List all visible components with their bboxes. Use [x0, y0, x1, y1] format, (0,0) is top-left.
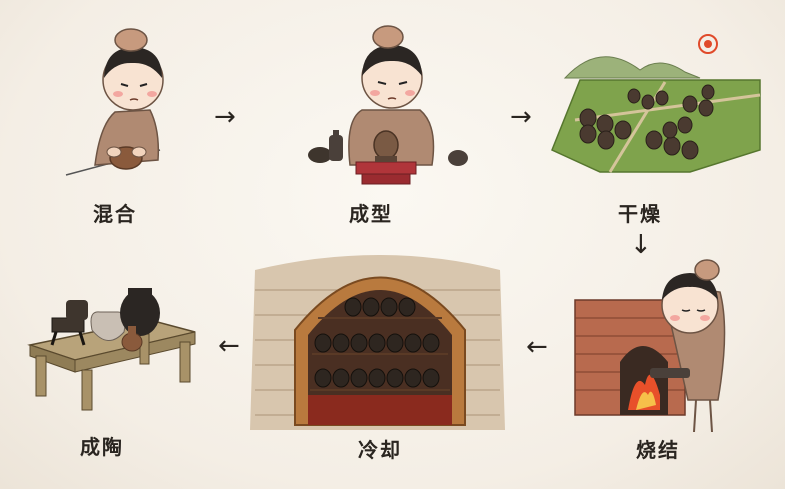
step-label-finish: 成陶	[80, 431, 124, 460]
arrow-fire-to-cool: ←	[526, 334, 548, 360]
arrow-dry-to-fire: ↓	[630, 232, 652, 258]
step-label-cool: 冷却	[358, 434, 402, 463]
arrow-cool-to-finish: ←	[218, 333, 240, 359]
finished-pottery-illustration	[30, 288, 195, 410]
step-label-fire: 烧结	[636, 434, 680, 463]
step-label-dry: 干燥	[618, 198, 662, 227]
step-label-mix: 混合	[93, 198, 137, 227]
arrow-mix-to-shape: →	[214, 104, 236, 130]
cooling-illustration	[250, 255, 505, 430]
drying-illustration	[552, 35, 760, 172]
step-label-shape: 成型	[349, 198, 393, 227]
mixing-illustration	[66, 29, 163, 175]
shaping-illustration	[308, 26, 468, 184]
arrow-shape-to-dry: →	[510, 104, 532, 130]
firing-illustration	[575, 260, 725, 432]
